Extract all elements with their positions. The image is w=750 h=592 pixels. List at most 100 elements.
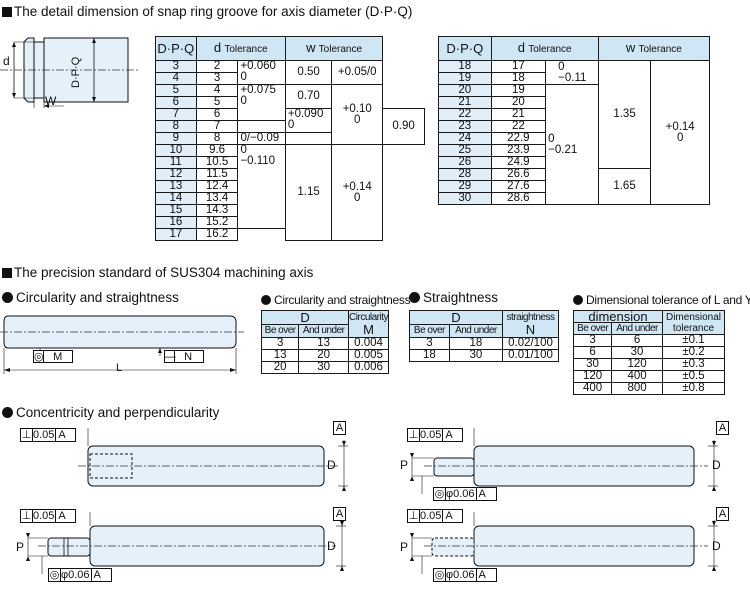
dpq-cell: 26	[438, 156, 492, 169]
dpq-label: D·P·Q	[70, 56, 82, 88]
and-under-cell: 800	[611, 382, 663, 395]
d-cell: 7	[195, 120, 239, 133]
be-over-cell: 3	[572, 334, 613, 347]
dpq-cell: 10	[155, 144, 197, 157]
dpq-cell: 30	[438, 192, 492, 205]
dpq-cell: 22	[438, 108, 492, 121]
d-tol-cell: 0−0.21	[545, 84, 599, 205]
d-label: D	[712, 458, 721, 472]
d-cell: 17	[490, 60, 547, 73]
d-label: D	[712, 539, 721, 553]
d-label: d	[3, 54, 10, 68]
circularity-symbol-icon: ◎	[34, 351, 44, 363]
d-cell: 16.2	[195, 228, 239, 241]
be-over-cell: 6	[572, 346, 613, 359]
d-cell: 24.9	[490, 156, 547, 169]
subtitle-circ-straight: Circularity and straightness	[2, 290, 179, 305]
concentricity-icon: ◎	[434, 569, 446, 581]
dpq-cell: 20	[438, 84, 492, 97]
d-cell: 10.5	[195, 156, 239, 169]
dpq-cell: 5	[155, 84, 197, 97]
round-bullet-icon	[409, 292, 420, 303]
w-cell: 0.70	[284, 84, 333, 109]
concentricity-diagram-1	[78, 428, 348, 491]
datum-a: A	[333, 507, 346, 521]
p-label: P	[16, 540, 25, 554]
snap-ring-groove-diagram	[0, 37, 140, 108]
perpendicularity-icon: ⊥	[21, 510, 33, 522]
circularity-cell: 0.005	[348, 349, 389, 362]
col-header-d: d Tolerance	[490, 36, 599, 61]
concentricity-icon: ◎	[49, 569, 61, 581]
dpq-cell: 8	[155, 120, 197, 133]
w-cell: 1.65	[597, 168, 652, 205]
col-header-w: w Tolerance	[284, 36, 384, 61]
be-over-cell: 18	[409, 349, 450, 362]
d-tol-cell: 0−0.11	[545, 60, 599, 85]
shaft-shape	[3, 315, 237, 349]
w-cell: 0.50	[284, 60, 333, 85]
datum-a: A	[716, 421, 729, 435]
d-cell: 14.3	[195, 204, 239, 217]
dpq-cell: 7	[155, 108, 197, 121]
concentricity-diagram-3	[26, 512, 346, 574]
dpq-cell: 15	[155, 204, 197, 217]
datum-a: A	[716, 507, 729, 521]
section-title-snap-ring: The detail dimension of snap ring groove…	[2, 4, 412, 19]
d-cell: 12.4	[195, 180, 239, 193]
dpq-cell: 29	[438, 180, 492, 193]
dpq-cell: 16	[155, 216, 197, 229]
dpq-cell: 11	[155, 156, 197, 169]
dpq-cell: 23	[438, 120, 492, 133]
circularity-cell: 0.004	[348, 337, 389, 350]
dim-table-title: Dimensional tolerance of L and Y	[573, 293, 750, 307]
be-over-cell: 13	[260, 349, 300, 362]
tolerance-cell: ±0.3	[662, 358, 725, 371]
circularity-diagram	[0, 315, 244, 374]
circularity-cell: 0.006	[348, 361, 389, 374]
round-bullet-icon	[261, 295, 271, 305]
l-label: L	[116, 362, 123, 374]
straightness-cell: 0.02/100	[502, 337, 559, 350]
circ-table-title: Circularity and straightness	[261, 293, 411, 307]
w-cell: 0.90	[382, 108, 425, 145]
and-under-cell: 18	[448, 337, 504, 350]
bore-hidden-line	[431, 537, 475, 557]
subtitle-concentricity: Concentricity and perpendicularity	[2, 405, 219, 420]
col-header-dpq: D·P·Q	[438, 36, 492, 61]
perpendicularity-icon: ⊥	[408, 429, 420, 441]
and-under-cell: 13	[298, 337, 350, 350]
dpq-cell: 6	[155, 96, 197, 109]
and-under-cell: 30	[448, 349, 504, 362]
and-under-cell: 30	[611, 346, 663, 359]
dpq-cell: 17	[155, 228, 197, 241]
straightness-cell: 0.01/100	[502, 349, 559, 362]
p-label: P	[400, 458, 409, 472]
and-under-cell: 6	[611, 334, 663, 347]
and-under-cell: 30	[298, 361, 350, 374]
d-cell: 19	[490, 84, 547, 97]
